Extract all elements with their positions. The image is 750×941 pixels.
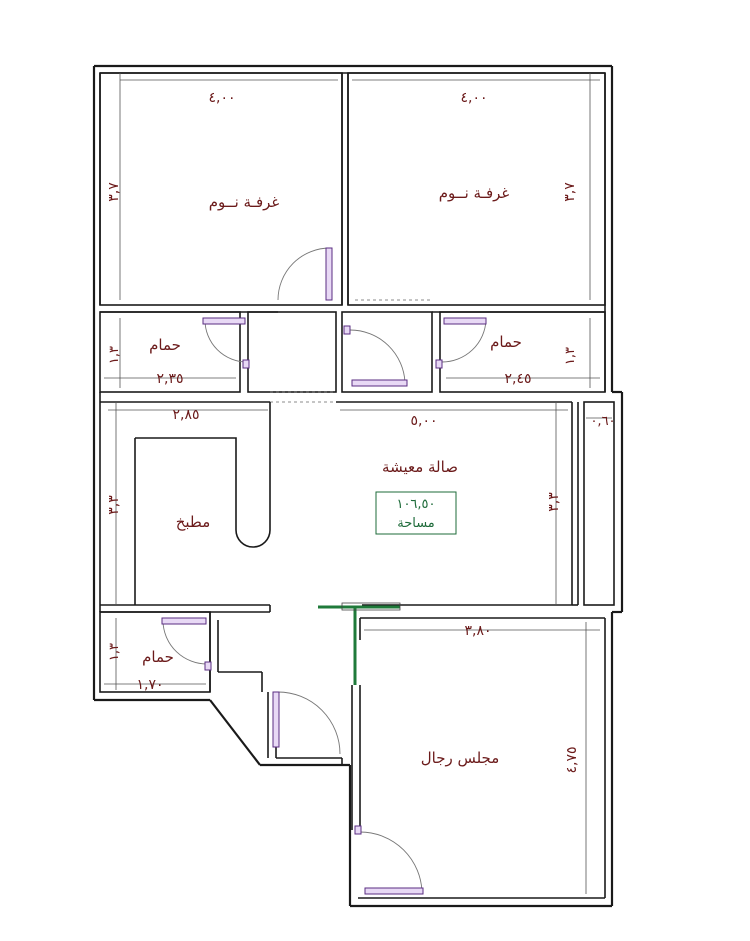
label-bath-bottom: حمام [142,648,174,666]
dim-bath-left-width: ٢,٣٥ [156,371,183,387]
dim-majlis-height: ٤,٧٥ [564,746,580,773]
dim-majlis-width: ٣,٨٠ [464,623,491,639]
label-living: صالة معيشة [382,458,458,476]
green-partition [318,602,401,685]
area-value: ١٠٦,٥٠ [396,497,435,512]
label-majlis: مجلس رجال [421,749,500,767]
dimension-lines [104,73,612,894]
door-bedroom-left[interactable] [325,247,333,301]
bedroom-walls [99,72,606,313]
door-bath-right[interactable] [443,317,487,325]
dim-living-width: ٥,٠٠ [410,413,437,429]
dim-bedroom-left-height: ٣,٧ [106,182,122,202]
dim-kitchen-height: ٣,٣ [106,495,122,515]
dim-bath-left-height: ١,٣ [107,346,122,364]
label-bedroom-left: غرفـة نــوم [209,193,280,211]
door-majlis[interactable] [364,887,424,895]
dim-bedroom-right-height: ٣,٧ [562,182,578,202]
label-bath-left: حمام [149,336,181,354]
top-bathroom-walls [99,311,606,403]
door-bath-left[interactable] [202,317,246,325]
door-corridor[interactable] [272,691,280,748]
door-bedroom-right[interactable] [351,379,408,387]
area-box: ١٠٦,٥٠ مساحة [375,491,457,535]
dim-bedroom-left-width: ٤,٠٠ [208,90,235,106]
dim-bath-bottom-width: ١,٧٠ [136,677,163,693]
dim-living-height: ٣,٣ [546,492,562,512]
door-bath-bottom[interactable] [161,617,207,625]
dim-kitchen-width: ٢,٨٥ [172,407,199,423]
dim-bath-bottom-height: ١,٣ [107,643,122,661]
area-label: مساحة [397,516,435,531]
dim-bath-right-width: ٢,٤٥ [504,371,531,387]
outer-walls [92,64,624,908]
dim-bedroom-right-width: ٤,٠٠ [460,90,487,106]
doors [161,247,487,895]
dim-side-strip: ٠,٦٠ [590,414,615,429]
living-walls [99,392,615,613]
dim-bath-right-height: ١,٣ [563,347,578,365]
label-bedroom-right: غرفـة نــوم [439,184,510,202]
label-kitchen: مطبخ [176,513,211,531]
bottom-walls [99,611,605,830]
label-bath-right: حمام [490,333,522,351]
